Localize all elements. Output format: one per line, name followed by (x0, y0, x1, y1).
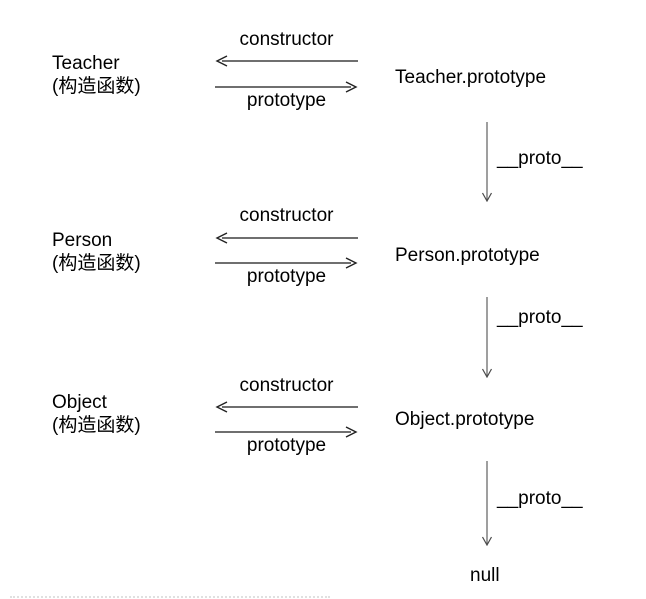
constructor-name: Person (构造函数) (52, 229, 141, 275)
constructor-arrow-label: constructor (239, 205, 334, 226)
prototype-arrow-right-icon (215, 81, 358, 93)
proto-link-label: __proto__ (497, 488, 583, 509)
constructor-name-text: Teacher (52, 53, 120, 74)
proto-link-label: __proto__ (497, 307, 583, 328)
prototype-object-label: Teacher.prototype (395, 67, 547, 88)
constructor-arrow-left-icon (215, 55, 358, 67)
constructor-arrow-left-icon (215, 232, 358, 244)
constructor-arrow-left-icon (215, 401, 358, 413)
proto-down-arrow-icon (481, 297, 493, 378)
prototype-arrow-right-icon (215, 257, 358, 269)
prototype-object-label: Object.prototype (395, 409, 535, 430)
constructor-name-text: Object (52, 392, 107, 413)
constructor-name: Object (构造函数) (52, 391, 141, 437)
prototype-object-label: Person.prototype (395, 245, 540, 266)
prototype-arrow-label: prototype (246, 435, 327, 456)
prototype-arrow-right-icon (215, 426, 358, 438)
proto-link-label: __proto__ (497, 148, 583, 169)
constructor-name-note: (构造函数) (52, 76, 141, 97)
prototype-arrow-label: prototype (246, 266, 327, 287)
constructor-name-note: (构造函数) (52, 253, 141, 274)
cropped-text-artifact (10, 596, 330, 599)
prototype-arrow-label: prototype (246, 90, 327, 111)
chain-terminal-null: null (470, 565, 500, 586)
constructor-arrow-label: constructor (239, 29, 334, 50)
constructor-name-note: (构造函数) (52, 415, 141, 436)
constructor-arrow-label: constructor (239, 375, 334, 396)
constructor-name-text: Person (52, 230, 113, 251)
proto-down-arrow-icon (481, 122, 493, 202)
constructor-name: Teacher (构造函数) (52, 52, 141, 98)
proto-down-arrow-icon (481, 461, 493, 546)
